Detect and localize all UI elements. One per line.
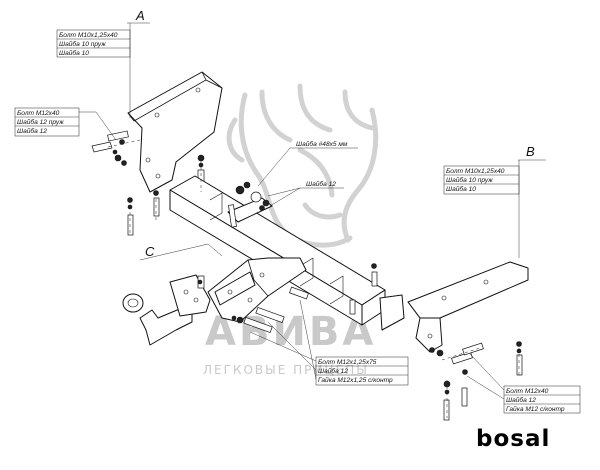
bracket-b [379,261,529,353]
callout-a-line-3: Шайба 10 [59,49,89,57]
callout-a-line-1: Болт М10х1,25х40 [59,32,118,39]
center-clamp [227,181,273,228]
watermark-logo [226,83,379,248]
callout-a-line-2: Шайба 10 пруж [59,40,106,48]
callout-a: A Болт М10х1,25х40 Шайба 10 пруж Шайба 1… [56,8,150,118]
bracket-b-bolts [429,341,523,376]
callout-bottom-line-1: Болт М12х1,25х75 [318,359,377,366]
brand-logo: bosal [476,426,550,452]
callout-washer-12-text: Шайба 12 [306,180,336,188]
callout-b-line-3: Шайба 10 [446,185,476,193]
callout-washer-48-text: Шайба #48х5 мм [296,140,348,148]
callout-left-m12-line-1: Болт М12х40 [17,110,60,117]
ball-mount [207,257,307,323]
main-crossbeam [169,175,386,326]
label-a: A [135,8,145,23]
callout-washer-48: Шайба #48х5 мм [257,140,358,187]
callout-washer-12-center: Шайба 12 [267,180,344,207]
label-b: B [526,144,535,159]
callout-bottom-m12x75: Болт М12х1,25х75 Шайба 12 Гайка М12х1,25… [249,299,409,386]
watermark-subtitle: ЛЕГКОВЫЕ ПРИЦЕПЫ [203,363,369,377]
callout-c: C [139,243,223,261]
callout-b: B Болт М10х1,25х40 Шайба 10 пруж Шайба 1… [443,144,546,258]
callout-right-m12: Болт М12х40 Шайба 12 Гайка М12 с/контр [466,353,581,414]
bottom-center-bolts [231,286,309,334]
callout-b-line-2: Шайба 10 пруж [446,176,493,184]
callout-bottom-line-3: Гайка М12х1,25 с/контр [318,376,393,384]
bottom-right-bolts [443,342,484,421]
callout-b-line-1: Болт М10х1,25х40 [446,168,505,175]
callout-left-m12: Болт М12х40 Шайба 12 пруж Шайба 12 [14,107,117,141]
callout-bottom-line-2: Шайба 12 [318,367,348,375]
tow-ball [122,274,211,346]
dash-lines [107,139,520,418]
bracket-a [127,71,223,193]
callout-right-line-3: Гайка М12 с/контр [506,405,565,413]
callout-left-m12-line-3: Шайба 12 [17,127,47,135]
label-c: C [145,244,155,259]
left-bolts [91,130,129,166]
crossbeam-right-bolts [349,263,378,315]
callout-right-line-1: Болт М12х40 [506,388,549,395]
callout-left-m12-line-2: Шайба 12 пруж [17,118,64,126]
callout-right-line-2: Шайба 12 [506,396,536,404]
